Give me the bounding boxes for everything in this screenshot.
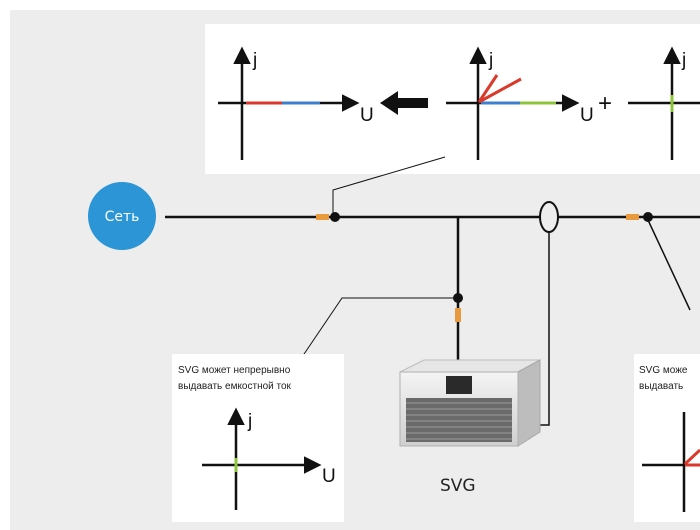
y-axis-label: j [247,411,252,432]
y-axis-label: j [252,50,257,71]
y-axis-label: j [681,50,686,71]
phasor-plot-2: j U [446,46,594,160]
caption-line-2: выдавать [639,381,683,392]
device-label: SVG [440,476,476,496]
svg-device-icon [399,359,541,447]
device-top-face [399,359,541,373]
plus-operator: + [598,90,612,117]
caption-box-right: SVG може выдавать [634,354,700,522]
caption-line-1: SVG может непрерывно [178,365,291,376]
caption-box-bg [634,354,700,522]
bus-node [643,212,653,222]
branch-node [453,293,463,303]
grid-label: Сеть [105,209,140,225]
caption-box-left: SVG может непрерывно выдавать емкостной … [172,354,344,522]
caption-line-2: выдавать емкостной ток [178,381,292,392]
caption-line-1: SVG може [639,365,688,376]
x-axis-label: U [322,466,336,487]
leader-line-left [299,297,454,361]
phasor-panel-bg [205,24,700,174]
connector-marker [316,214,329,220]
x-axis-label: U [580,105,594,126]
phasor-plot-1: j U [218,46,374,160]
device-side-face [517,359,541,447]
total-current-vector [478,77,522,104]
leader-line-right [647,219,691,311]
equivalence-arrow-icon [380,91,428,115]
y-axis-label: j [488,50,493,71]
device-vent-grille [406,398,512,442]
grid-node: Сеть [88,182,156,250]
phasor-panel-top: j U j U + j [205,24,700,174]
x-axis-label: U [360,105,374,126]
phasor-plot-3: j [628,46,700,160]
bus-node [330,212,340,222]
grid-circle [88,182,156,250]
device-display [446,376,472,394]
connector-marker [455,308,461,322]
load-current-vector [477,74,499,103]
current-transformer-icon [539,201,559,233]
caption-box-bg [172,354,344,522]
connector-marker [626,214,639,220]
leader-line-top [332,156,446,214]
current-vector [683,448,700,466]
